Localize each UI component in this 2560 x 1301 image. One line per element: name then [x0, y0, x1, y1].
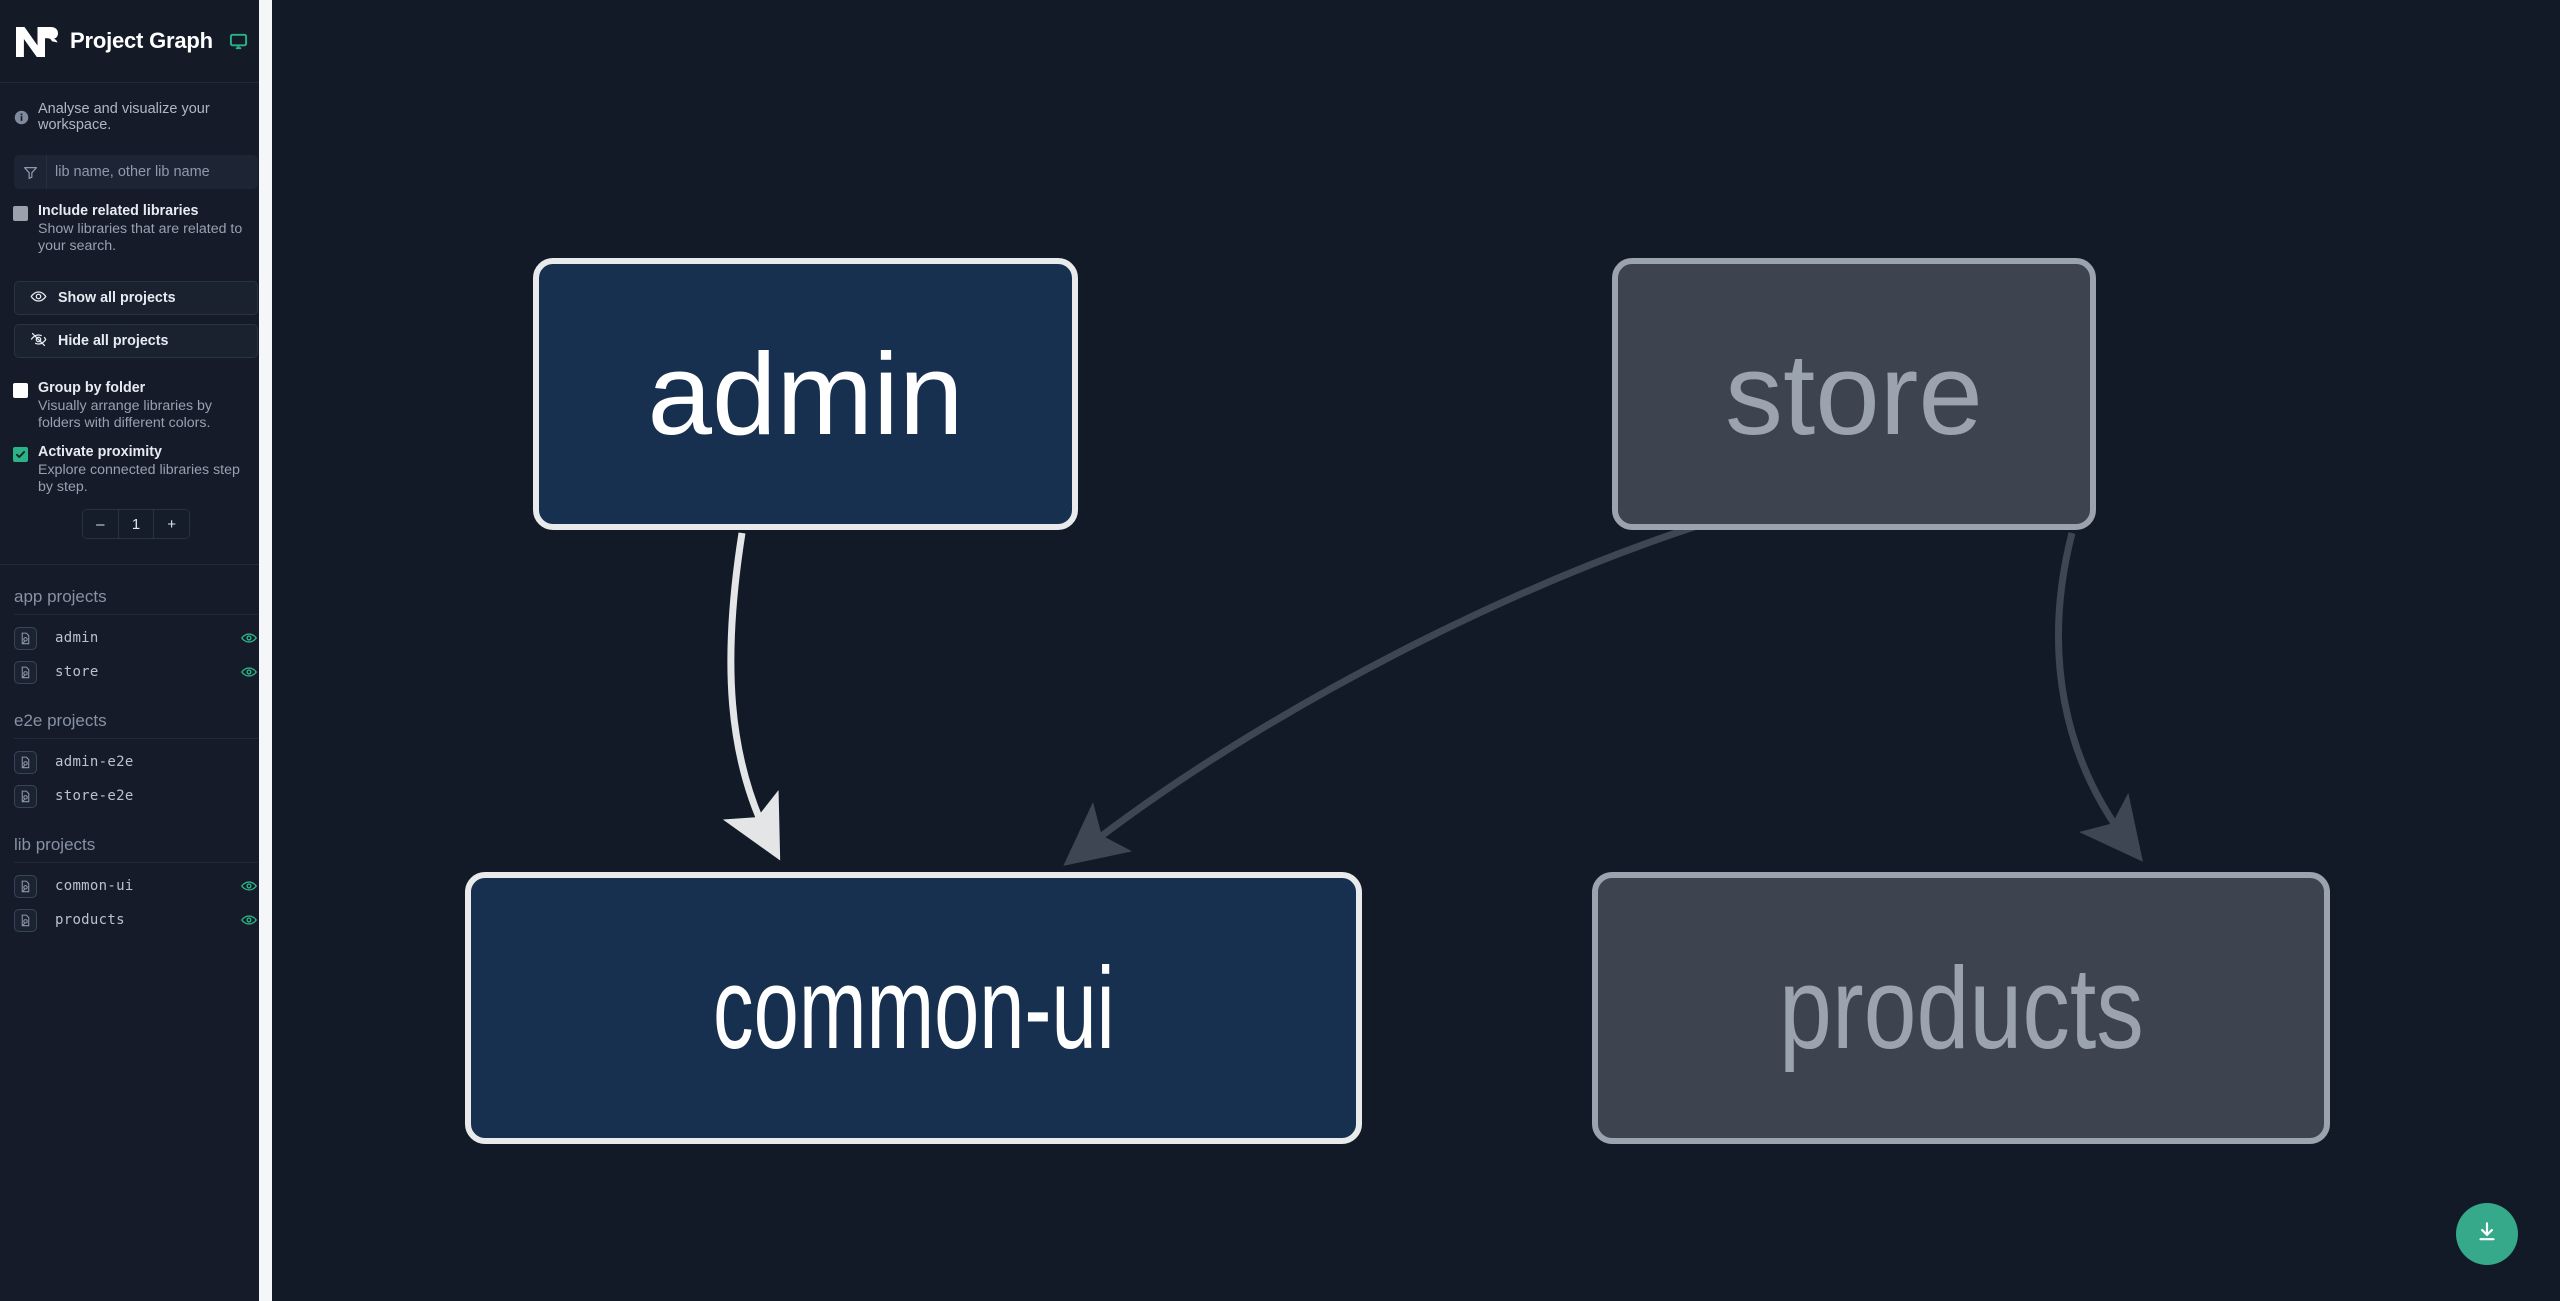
project-file-icon	[14, 626, 37, 650]
project-label: admin	[55, 630, 99, 646]
project-file-icon	[14, 660, 37, 684]
sidebar: Project Graph Analyse and visualize your…	[0, 0, 272, 1301]
hide-all-projects-label: Hide all projects	[58, 333, 169, 349]
project-group-e2e: e2e projects admin-e2e store-e2e	[0, 689, 272, 813]
project-label: store	[55, 664, 99, 680]
graph-node-common-ui[interactable]: common-ui	[465, 872, 1362, 1144]
project-file-icon	[14, 750, 37, 774]
option-title: Activate proximity	[38, 444, 162, 460]
project-row-store[interactable]: store	[14, 655, 258, 689]
filter-icon	[14, 155, 47, 189]
info-icon	[14, 110, 29, 125]
graph-node-label: store	[1725, 329, 1983, 459]
project-label: products	[55, 912, 125, 928]
download-icon	[2474, 1219, 2500, 1250]
show-all-projects-button[interactable]: Show all projects	[14, 281, 258, 315]
proximity-stepper[interactable]: – 1 +	[82, 509, 190, 539]
graph-node-admin[interactable]: admin	[533, 258, 1078, 530]
graph-node-label: products	[1778, 943, 2144, 1073]
nx-logo-icon	[14, 21, 60, 61]
eye-visible-icon[interactable]	[240, 911, 258, 929]
project-row-store-e2e[interactable]: store-e2e	[14, 779, 258, 813]
tagline-text: Analyse and visualize your workspace.	[38, 101, 210, 133]
sidebar-scrollbar[interactable]	[259, 0, 272, 1301]
tagline: Analyse and visualize your workspace.	[0, 83, 272, 141]
project-label: common-ui	[55, 878, 134, 894]
option-title: Group by folder	[38, 380, 146, 396]
sidebar-header: Project Graph	[0, 0, 272, 83]
option-include-related-libraries[interactable]: Include related libraries Show libraries…	[0, 189, 272, 255]
checkbox-activate-proximity[interactable]	[13, 447, 28, 462]
project-label: admin-e2e	[55, 754, 134, 770]
edge-admin-to-common-ui	[722, 532, 781, 861]
proximity-decrement-button[interactable]: –	[83, 510, 118, 538]
project-file-icon	[14, 784, 37, 808]
eye-visible-icon[interactable]	[240, 629, 258, 647]
search-field[interactable]	[14, 155, 258, 189]
eye-visible-icon[interactable]	[240, 877, 258, 895]
group-title-lib: lib projects	[14, 813, 258, 863]
page-title: Project Graph	[70, 28, 213, 53]
proximity-increment-button[interactable]: +	[153, 510, 189, 538]
project-file-icon	[14, 874, 37, 898]
search-input[interactable]	[47, 155, 258, 189]
project-label: store-e2e	[55, 788, 134, 804]
show-all-projects-label: Show all projects	[58, 290, 176, 306]
graph-node-store[interactable]: store	[1612, 258, 2096, 530]
monitor-icon[interactable]	[229, 32, 248, 51]
option-activate-proximity[interactable]: Activate proximity Explore connected lib…	[0, 432, 272, 496]
edge-store-to-common-ui	[1063, 476, 1883, 866]
project-group-app: app projects admin	[0, 565, 272, 689]
graph-canvas[interactable]: admin store common-ui products	[272, 0, 2560, 1301]
group-title-app: app projects	[14, 565, 258, 615]
project-row-products[interactable]: products	[14, 903, 258, 937]
project-file-icon	[14, 908, 37, 932]
option-description: Explore connected libraries step by step…	[38, 462, 240, 495]
option-description: Show libraries that are related to your …	[38, 221, 243, 254]
checkbox-group-by-folder[interactable]	[13, 383, 28, 398]
option-title: Include related libraries	[38, 203, 199, 219]
option-group-by-folder[interactable]: Group by folder Visually arrange librari…	[0, 358, 272, 432]
eye-visible-icon[interactable]	[240, 663, 258, 681]
project-row-admin[interactable]: admin	[14, 621, 258, 655]
graph-node-products[interactable]: products	[1592, 872, 2330, 1144]
edge-store-to-products	[2055, 532, 2143, 862]
group-title-e2e: e2e projects	[14, 689, 258, 739]
project-group-lib: lib projects common-ui	[0, 813, 272, 937]
sidebar-divider	[0, 564, 272, 565]
option-description: Visually arrange libraries by folders wi…	[38, 398, 213, 431]
graph-node-label: common-ui	[712, 943, 1115, 1073]
proximity-value: 1	[117, 510, 154, 538]
project-row-admin-e2e[interactable]: admin-e2e	[14, 745, 258, 779]
checkbox-include-related-libraries[interactable]	[13, 206, 28, 221]
eye-off-icon	[30, 331, 47, 352]
graph-node-label: admin	[647, 329, 964, 459]
download-graph-button[interactable]	[2456, 1203, 2518, 1265]
project-row-common-ui[interactable]: common-ui	[14, 869, 258, 903]
hide-all-projects-button[interactable]: Hide all projects	[14, 324, 258, 358]
eye-icon	[30, 288, 47, 309]
